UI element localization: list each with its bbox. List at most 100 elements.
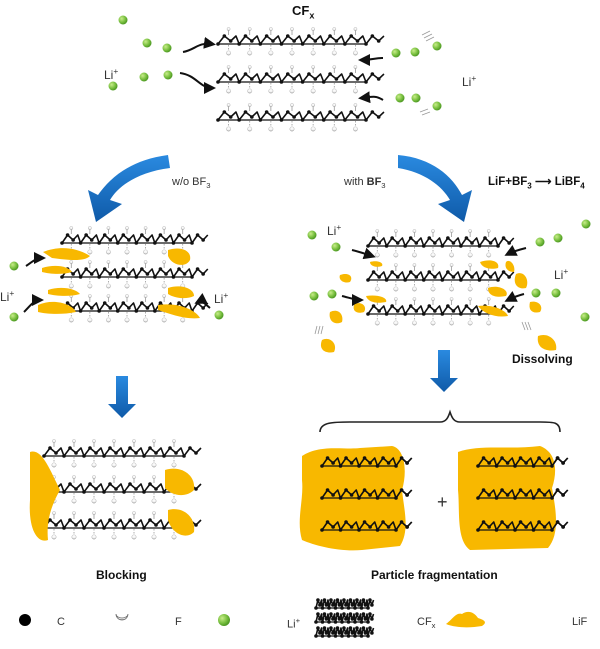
carbon-atom-icon [68,518,72,522]
fluorine-atom-icon [132,511,136,515]
carbon-atom-icon [353,606,357,610]
carbon-atom-icon [408,304,413,308]
carbon-atom-icon [320,634,325,638]
carbon-atom-icon [451,241,456,245]
fluorine-atom-icon [310,50,316,56]
carbon-atom-icon [357,528,361,532]
fluorine-atom-icon [393,252,399,258]
carbon-atom-icon [316,612,320,616]
carbon-atom-icon [505,525,510,529]
fluorine-atom-icon [269,103,273,107]
carbon-atom-icon [349,72,354,76]
carbon-atom-icon [108,272,113,276]
carbon-atom-icon [313,39,318,43]
carbon-atom-icon [154,523,158,527]
carbon-atom-icon [353,620,357,624]
carbon-atom-icon [334,39,339,43]
fluorine-atom-icon [52,511,56,515]
carbon-atom-icon [350,603,355,607]
carbon-atom-icon [550,464,554,468]
plus-sign: + [437,492,448,512]
fluorine-atom-icon [87,317,93,323]
fluorine-atom-icon [68,317,74,323]
carbon-atom-icon [355,598,359,602]
li-ion-migration-arrow [358,91,384,104]
fluorine-atom-icon [226,50,231,56]
carbon-atom-icon [362,520,367,524]
fluorine-atom-icon [112,511,116,515]
fluorine-atom-icon [68,283,74,289]
fluorine-atom-icon [290,27,294,31]
carbon-atom-icon [500,520,504,524]
carbon-atom-icon [327,620,331,624]
carbon-atom-icon [470,241,474,245]
carbon-atom-icon [364,80,368,84]
lithium-ion-icon [391,48,401,58]
carbon-atom-icon [313,77,318,81]
carbon-atom-icon [357,603,361,607]
lif-fragment-dissolving [505,260,515,272]
fluorine-atom-icon [162,260,166,264]
carbon-atom-icon [258,42,263,46]
fluorine-atom-icon [353,50,358,56]
carbon-atom-icon [328,34,332,38]
fluorine-atom-icon [151,498,157,504]
carbon-atom-icon [376,115,381,119]
lithium-ion-icon [581,219,591,229]
fluorine-atom-icon [92,439,96,443]
carbon-atom-icon [60,241,64,245]
carbon-atom-icon [264,72,269,76]
cfx-layer-bonds [217,73,385,83]
carbon-atom-icon [405,525,409,529]
fluorine-atom-icon [247,27,252,31]
carbon-atom-icon [346,606,351,610]
carbon-atom-icon [440,244,445,248]
carbon-atom-icon [531,496,536,500]
fluorine-atom-icon [180,317,186,323]
carbon-atom-icon [182,238,187,242]
carbon-atom-icon [320,528,324,532]
carbon-atom-icon [381,488,385,492]
lithium-ion-icon [9,312,19,322]
carbon-atom-icon [561,525,565,529]
carbon-atom-icon [524,525,528,529]
carbon-atom-icon [343,42,347,46]
cfx-title: CFx [292,3,315,21]
lithium-ion-icon [307,230,317,240]
li-ion-migration-arrow [341,293,364,306]
carbon-atom-icon [321,118,326,122]
carbon-atom-icon [316,598,320,602]
fluorine-atom-icon [92,511,96,515]
carbon-atom-icon [470,309,474,313]
fluorine-atom-icon [172,439,176,443]
carbon-atom-icon [381,520,385,524]
carbon-atom-icon [102,454,106,458]
li-ion-migration-arrow [358,53,384,66]
carbon-atom-icon [394,496,398,500]
carbon-atom-icon [507,309,511,313]
carbon-atom-icon [48,518,52,522]
fluorine-atom-icon [131,462,137,468]
carbon-atom-icon [145,272,150,276]
carbon-atom-icon [74,523,78,527]
fluorine-atom-icon [331,50,337,56]
carbon-atom-icon [488,275,493,279]
carbon-atom-icon [427,236,432,240]
carbon-atom-icon [513,528,517,532]
fluorine-atom-icon [468,229,472,233]
carbon-atom-icon [237,118,241,122]
carbon-atom-icon [145,306,150,310]
carbon-atom-icon [542,493,547,497]
fluorine-atom-icon [111,534,117,540]
legend-label-f: F [175,616,182,628]
carbon-atom-icon [550,528,554,532]
carbon-atom-icon [321,42,326,46]
fluorine-atom-icon [374,252,380,258]
fluorine-atom-icon [467,286,473,292]
carbon-atom-icon [386,461,391,465]
carbon-atom-icon [363,603,368,607]
carbon-atom-icon [333,620,338,624]
fluorine-atom-icon [124,249,130,255]
blue-down-arrow-left [108,376,136,418]
lif-fragment-dissolving [339,273,352,283]
